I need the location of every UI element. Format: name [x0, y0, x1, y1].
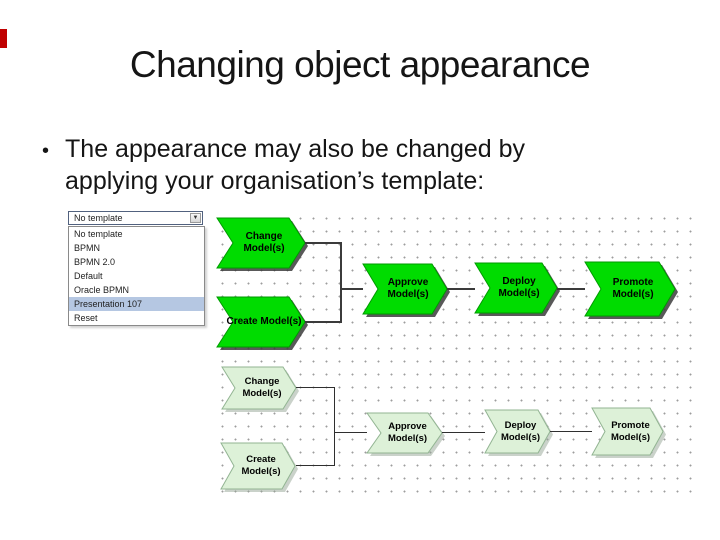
connector-line [557, 288, 585, 290]
connector-line [334, 432, 367, 433]
chevron-arrow-shape [362, 263, 450, 317]
shape-deploy-models-bright[interactable]: Deploy Model(s) [474, 262, 560, 316]
chevron-arrow-shape [474, 262, 560, 316]
shape-promote-models-pale[interactable]: Promote Model(s) [591, 407, 666, 458]
red-accent-mark [0, 29, 7, 48]
shape-deploy-models-pale[interactable]: Deploy Model(s) [484, 409, 553, 456]
list-item-default[interactable]: Default [74, 271, 103, 281]
chevron-arrow-shape [221, 366, 299, 412]
template-dropdown-list: No template BPMN BPMN 2.0 Default Oracle… [68, 226, 205, 326]
bullet-text: The appearance may also be changed by ap… [65, 133, 525, 197]
list-item-reset[interactable]: Reset [74, 313, 98, 323]
connector-line [442, 432, 485, 433]
chevron-arrow-shape [484, 409, 553, 456]
connector-line [447, 288, 475, 290]
embedded-screenshot: No template ▼ No template BPMN BPMN 2.0 … [64, 206, 698, 506]
chevron-arrow-shape [220, 442, 298, 492]
connector-line [334, 387, 335, 466]
connector-line [550, 431, 592, 432]
connector-line [296, 387, 335, 388]
connector-line [342, 288, 363, 290]
chevron-arrow-shape [591, 407, 666, 458]
shape-create-models-pale[interactable]: Create Model(s) [220, 442, 298, 492]
shape-approve-models-bright[interactable]: Approve Model(s) [362, 263, 450, 317]
list-item-bpmn-2-0[interactable]: BPMN 2.0 [74, 257, 116, 267]
shape-change-models-pale[interactable]: Change Model(s) [221, 366, 299, 412]
chevron-arrow-shape [584, 261, 678, 319]
list-item-presentation[interactable]: Presentation 107 [69, 297, 204, 311]
shape-approve-models-pale[interactable]: Approve Model(s) [366, 412, 445, 456]
template-combobox[interactable]: No template ▼ [68, 211, 203, 225]
bullet-line-1: The appearance may also be changed by [65, 135, 526, 163]
chevron-down-icon: ▼ [192, 215, 199, 221]
list-item-oracle-bpmn[interactable]: Oracle BPMN [74, 285, 130, 295]
connector-line [296, 465, 335, 466]
slide-title: Changing object appearance [129, 44, 591, 85]
connector-line [340, 242, 342, 323]
shape-promote-models-bright[interactable]: Promote Model(s) [584, 261, 678, 319]
shape-create-models-bright[interactable]: Create Model(s) [216, 296, 308, 350]
bullet-line-2: applying your organisation’s template: [65, 167, 485, 195]
list-item-bpmn[interactable]: BPMN [74, 243, 101, 253]
bullet-item: • The appearance may also be changed by … [42, 133, 525, 197]
chevron-arrow-shape [216, 217, 308, 271]
connector-line [305, 321, 342, 323]
chevron-arrow-shape [366, 412, 445, 456]
shape-change-models-bright[interactable]: Change Model(s) [216, 217, 308, 271]
chevron-arrow-shape [216, 296, 308, 350]
connector-line [305, 242, 342, 244]
bullet-marker: • [42, 140, 50, 162]
list-item-no-template[interactable]: No template [74, 229, 123, 239]
combobox-dropdown-button[interactable]: ▼ [190, 213, 201, 223]
template-combobox-value: No template [74, 213, 123, 223]
